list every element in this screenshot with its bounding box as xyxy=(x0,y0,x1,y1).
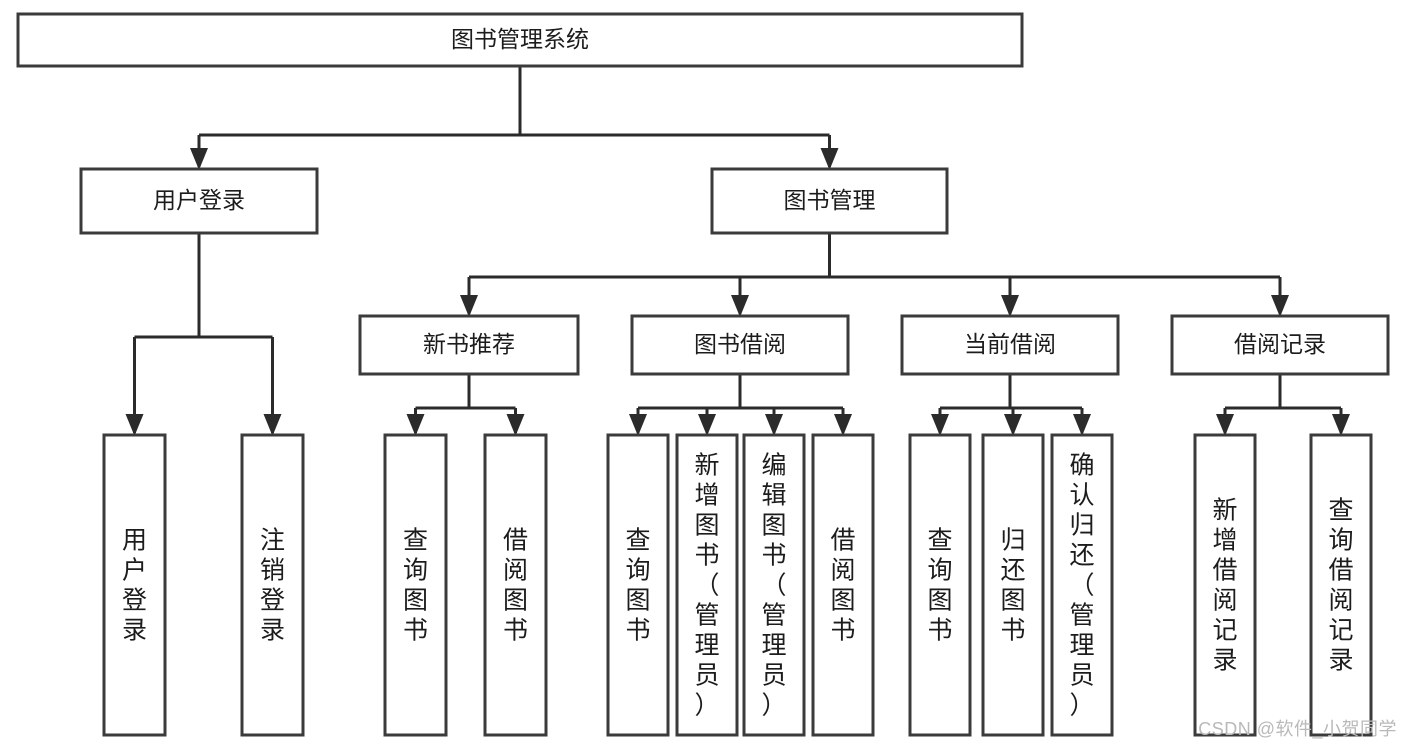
node-leaf-logout[interactable]: 注销登录 xyxy=(240,433,305,737)
node-leaf-query-book-3[interactable]: 查询图书 xyxy=(908,433,972,737)
node-undefined[interactable]: 图书管理系统 xyxy=(16,12,1024,68)
arrow-head-icon-borrow-record-0 xyxy=(1216,414,1234,436)
node-box-current-borrow xyxy=(900,314,1120,376)
node-leaf-add-book[interactable]: 新增图书（管理员） xyxy=(675,433,739,737)
arrow-head-icon-root-1 xyxy=(820,148,839,170)
node-box-borrow-record xyxy=(1170,314,1390,376)
node-box-leaf-return-book xyxy=(981,433,1045,737)
node-box-undefined xyxy=(16,12,1024,68)
node-label-leaf-confirm-return: 确认归还（管理员） xyxy=(1069,451,1094,719)
node-label-book-borrow: 图书借阅 xyxy=(694,331,786,357)
node-leaf-user-login[interactable]: 用户登录 xyxy=(102,433,167,737)
node-label-leaf-user-login: 用户登录 xyxy=(122,526,147,644)
node-box-leaf-query-book-2 xyxy=(606,433,670,737)
arrow-head-icon-bookmanage-0 xyxy=(460,295,478,317)
arrow-head-icon-bookmanage-2 xyxy=(1001,295,1019,317)
node-leaf-query-book-1[interactable]: 查询图书 xyxy=(383,433,448,737)
node-box-leaf-add-record xyxy=(1193,433,1257,737)
node-leaf-query-book-2[interactable]: 查询图书 xyxy=(606,433,670,737)
node-label-leaf-borrow-book-1: 借阅图书 xyxy=(503,526,528,644)
node-box-leaf-borrow-book-1 xyxy=(483,433,548,737)
node-label-user-login: 用户登录 xyxy=(153,187,245,213)
node-label-leaf-query-record: 查询借阅记录 xyxy=(1328,496,1353,674)
node-label-leaf-add-book: 新增图书（管理员） xyxy=(694,451,719,719)
node-box-leaf-edit-book xyxy=(742,433,806,737)
arrow-head-icon-book-borrow-1 xyxy=(698,414,716,436)
node-label-new-book-recommend: 新书推荐 xyxy=(423,331,515,357)
node-user-login[interactable]: 用户登录 xyxy=(79,167,319,235)
arrow-head-icon-root-0 xyxy=(190,148,208,170)
node-new-book-recommend[interactable]: 新书推荐 xyxy=(358,314,580,376)
node-label-leaf-logout: 注销登录 xyxy=(260,526,285,644)
node-box-book-manage xyxy=(710,167,949,235)
node-leaf-add-record[interactable]: 新增借阅记录 xyxy=(1193,433,1257,737)
node-label-leaf-add-record: 新增借阅记录 xyxy=(1212,496,1237,674)
node-box-leaf-query-book-1 xyxy=(383,433,448,737)
node-label-leaf-query-book-3: 查询图书 xyxy=(927,526,952,644)
node-label-borrow-record: 借阅记录 xyxy=(1234,331,1326,357)
node-leaf-confirm-return[interactable]: 确认归还（管理员） xyxy=(1050,433,1114,737)
node-label-leaf-edit-book: 编辑图书（管理员） xyxy=(761,451,786,719)
node-leaf-edit-book[interactable]: 编辑图书（管理员） xyxy=(742,433,806,737)
node-leaf-query-record[interactable]: 查询借阅记录 xyxy=(1309,433,1373,737)
arrow-head-icon-current-borrow-2 xyxy=(1073,414,1091,436)
arrow-head-icon-book-borrow-3 xyxy=(834,414,852,436)
node-label-undefined: 图书管理系统 xyxy=(451,26,589,52)
node-label-leaf-borrow-book-2: 借阅图书 xyxy=(830,526,855,644)
arrow-head-icon-bookmanage-3 xyxy=(1271,295,1289,317)
connectors-layer xyxy=(125,66,1350,436)
node-current-borrow[interactable]: 当前借阅 xyxy=(900,314,1120,376)
arrow-head-icon-bookmanage-1 xyxy=(731,295,749,317)
arrow-head-icon-current-borrow-0 xyxy=(931,414,949,436)
node-label-leaf-query-book-1: 查询图书 xyxy=(403,526,428,644)
node-box-leaf-user-login xyxy=(102,433,167,737)
node-leaf-return-book[interactable]: 归还图书 xyxy=(981,433,1045,737)
node-leaf-borrow-book-1[interactable]: 借阅图书 xyxy=(483,433,548,737)
node-box-user-login xyxy=(79,167,319,235)
arrow-head-icon-userlogin-1 xyxy=(263,414,282,436)
node-book-manage[interactable]: 图书管理 xyxy=(710,167,949,235)
arrow-head-icon-book-borrow-0 xyxy=(629,414,647,436)
node-box-leaf-query-record xyxy=(1309,433,1373,737)
node-label-leaf-return-book: 归还图书 xyxy=(1000,526,1025,644)
node-box-new-book-recommend xyxy=(358,314,580,376)
node-label-book-manage: 图书管理 xyxy=(784,187,876,213)
nodes-layer: 图书管理系统用户登录图书管理新书推荐图书借阅当前借阅借阅记录用户登录注销登录查询… xyxy=(16,12,1390,737)
arrow-head-icon-book-borrow-2 xyxy=(765,414,783,436)
node-label-current-borrow: 当前借阅 xyxy=(964,331,1056,357)
node-book-borrow[interactable]: 图书借阅 xyxy=(630,314,850,376)
node-label-leaf-query-book-2: 查询图书 xyxy=(625,526,650,644)
node-borrow-record[interactable]: 借阅记录 xyxy=(1170,314,1390,376)
node-box-leaf-confirm-return xyxy=(1050,433,1114,737)
node-box-leaf-query-book-3 xyxy=(908,433,972,737)
node-leaf-borrow-book-2[interactable]: 借阅图书 xyxy=(811,433,875,737)
arrow-head-icon-current-borrow-1 xyxy=(1004,414,1022,436)
arrow-head-icon-new-book-recommend-1 xyxy=(506,414,525,436)
node-box-leaf-logout xyxy=(240,433,305,737)
node-box-leaf-borrow-book-2 xyxy=(811,433,875,737)
arrow-head-icon-new-book-recommend-0 xyxy=(406,414,425,436)
arrow-head-icon-borrow-record-1 xyxy=(1332,414,1350,436)
node-box-book-borrow xyxy=(630,314,850,376)
arrow-head-icon-userlogin-0 xyxy=(125,414,144,436)
node-box-leaf-add-book xyxy=(675,433,739,737)
